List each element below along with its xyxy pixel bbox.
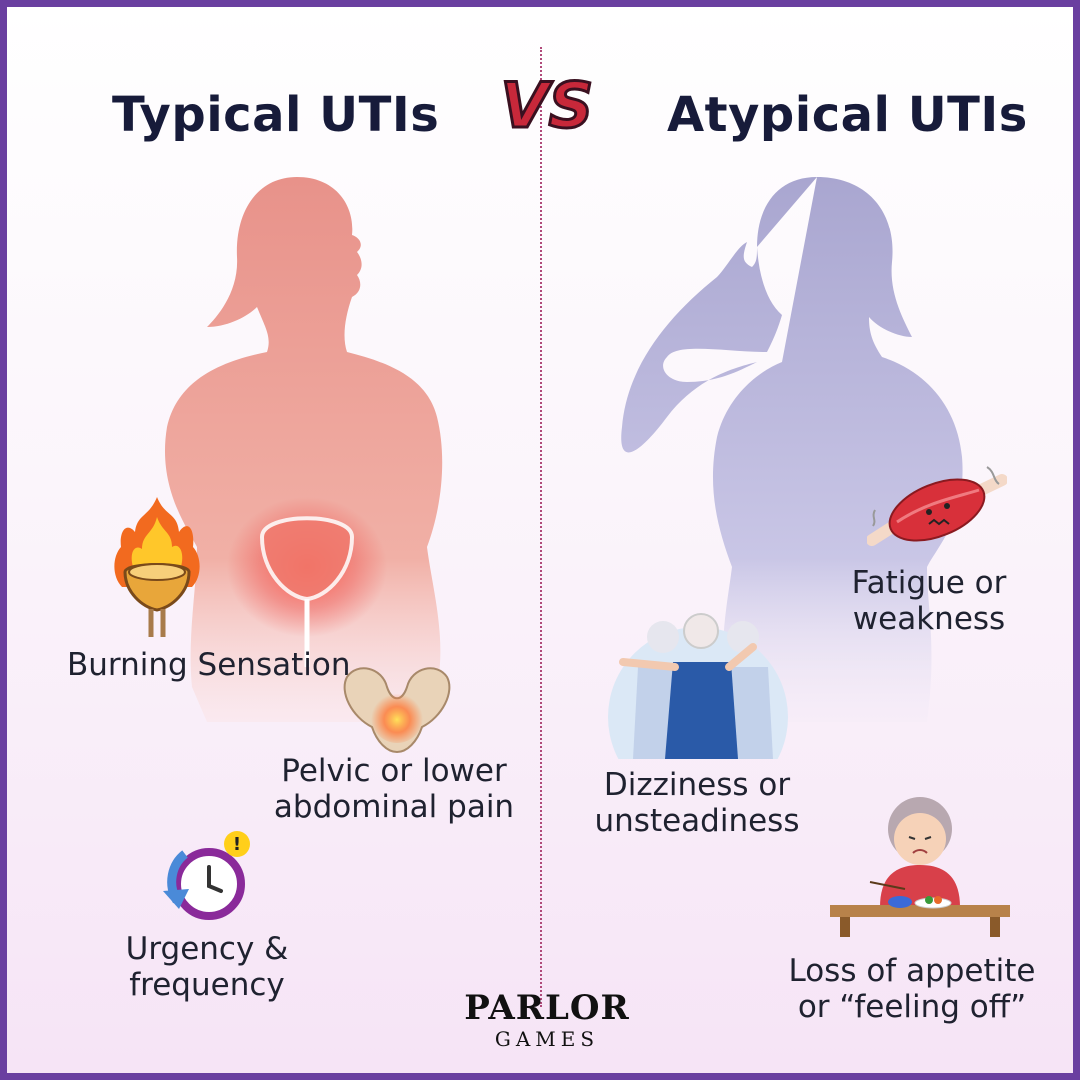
label-dizziness: Dizziness or unsteadiness	[594, 767, 800, 839]
logo-sub: GAMES	[494, 1027, 600, 1051]
svg-text:!: !	[233, 834, 241, 855]
vs-badge: VS	[499, 69, 595, 141]
flame-bladder-icon	[114, 497, 200, 637]
woman-silhouette-left	[164, 177, 443, 722]
dizzy-women-icon	[608, 613, 788, 759]
muscle-icon	[867, 466, 1007, 546]
pelvis-icon	[343, 667, 451, 754]
label-pelvic: Pelvic or lower abdominal pain	[273, 753, 515, 825]
vs-text: VS	[501, 69, 594, 141]
title-typical: Typical UTIs	[112, 87, 440, 143]
title-atypical: Atypical UTIs	[667, 87, 1028, 143]
label-urgency: Urgency & frequency	[125, 931, 289, 1003]
label-appetite: Loss of appetite or “feeling off”	[788, 953, 1036, 1025]
label-burning: Burning Sensation	[67, 647, 351, 683]
logo-main: PARLOR	[464, 988, 630, 1028]
woman-silhouette-right	[621, 177, 963, 722]
center-divider	[540, 47, 542, 1007]
bladder-icon	[259, 516, 355, 602]
clock-alert-icon: !	[163, 831, 250, 920]
parlor-games-logo: PARLOR GAMES	[447, 989, 647, 1051]
label-fatigue: Fatigue or weakness	[851, 565, 1007, 637]
elderly-woman-eating-icon	[830, 797, 1010, 937]
